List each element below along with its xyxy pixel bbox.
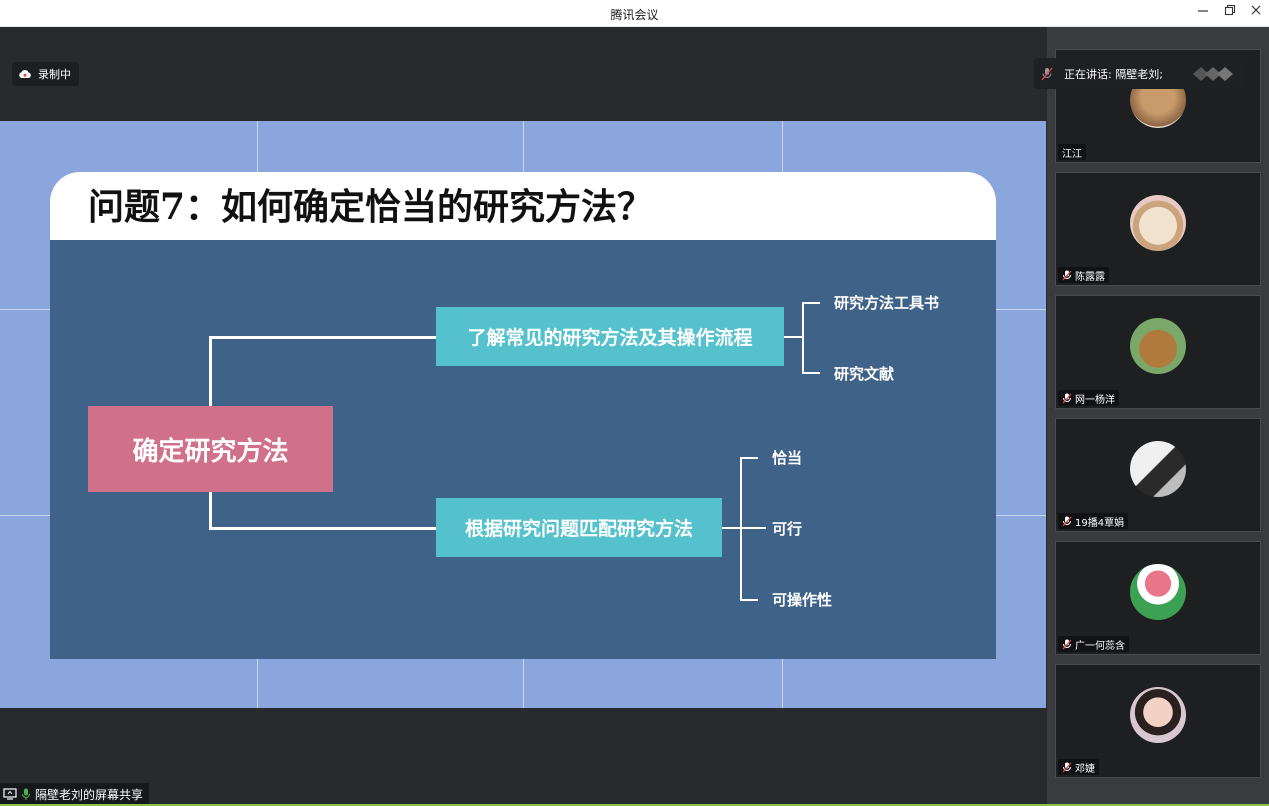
cloud-record-icon <box>19 70 31 78</box>
participant-tile[interactable]: 19播4覃娟 <box>1055 418 1261 532</box>
participant-tile[interactable]: 陈露露 <box>1055 172 1261 286</box>
leaf-label: 研究文献 <box>834 365 895 383</box>
avatar <box>1130 195 1186 251</box>
participant-name: 邓婕 <box>1075 763 1095 775</box>
participant-name: 广一何蕊含 <box>1075 640 1125 652</box>
signal-icon <box>1192 66 1233 81</box>
leaf-label: 恰当 <box>772 449 803 467</box>
branch-bottom-box: 根据研究问题匹配研究方法 <box>436 498 722 557</box>
participant-name-tag: 江江 <box>1058 144 1086 160</box>
branch-top-box: 了解常见的研究方法及其操作流程 <box>436 307 784 366</box>
connector-line <box>802 302 804 374</box>
connector-line <box>740 457 742 601</box>
avatar <box>1130 441 1186 497</box>
restore-button[interactable] <box>1219 4 1241 22</box>
participant-name-tag: 陈露露 <box>1058 267 1109 283</box>
connector-line <box>784 336 802 338</box>
speaking-indicator: 正在讲话: 隔壁老刘; <box>1034 58 1246 89</box>
title-bar: 腾讯会议 <box>0 0 1269 27</box>
participant-name: 网一杨洋 <box>1075 394 1115 406</box>
mic-icon <box>22 788 30 800</box>
recording-indicator[interactable]: 录制中 <box>12 62 79 86</box>
mic-muted-icon <box>1062 270 1072 280</box>
mic-muted-icon <box>1062 393 1072 403</box>
participant-name: 陈露露 <box>1075 271 1105 283</box>
mic-muted-icon <box>1062 762 1072 772</box>
participant-name: 江江 <box>1062 148 1082 160</box>
shared-screen: 问题7：如何确定恰当的研究方法？ 确定研究方法 了解常见的研究方法及其操作流程 … <box>0 121 1046 708</box>
connector-line <box>209 527 437 530</box>
slide-header: 问题7：如何确定恰当的研究方法？ <box>50 172 996 240</box>
participant-name-tag: 19播4覃娟 <box>1058 513 1129 529</box>
connector-line <box>740 457 758 459</box>
avatar <box>1130 564 1186 620</box>
participant-tile[interactable]: 广一何蕊含 <box>1055 541 1261 655</box>
connector-line <box>740 599 758 601</box>
participant-name-tag: 广一何蕊含 <box>1058 636 1129 652</box>
mic-muted-icon <box>1041 67 1053 80</box>
screen-share-indicator[interactable]: 隔壁老刘的屏幕共享 <box>0 783 150 805</box>
avatar <box>1130 687 1186 743</box>
slide-title: 问题7：如何确定恰当的研究方法？ <box>88 186 654 228</box>
participant-name-tag: 网一杨洋 <box>1058 390 1119 406</box>
connector-line <box>209 336 212 406</box>
window-title: 腾讯会议 <box>610 8 659 22</box>
presentation-slide: 问题7：如何确定恰当的研究方法？ 确定研究方法 了解常见的研究方法及其操作流程 … <box>50 172 996 659</box>
speaking-label: 正在讲话: 隔壁老刘; <box>1064 67 1163 81</box>
status-strip <box>0 804 1269 806</box>
restore-icon <box>1224 4 1236 16</box>
leaf-label: 研究方法工具书 <box>834 294 940 312</box>
screen-share-icon <box>3 788 17 800</box>
participant-tile[interactable]: 网一杨洋 <box>1055 295 1261 409</box>
main-topic-box: 确定研究方法 <box>88 406 333 492</box>
minimize-icon <box>1198 10 1208 12</box>
connector-line <box>802 302 820 304</box>
mic-muted-icon <box>1062 639 1072 649</box>
recording-label: 录制中 <box>38 68 71 81</box>
connector-line <box>802 372 820 374</box>
leaf-label: 可操作性 <box>772 591 833 609</box>
screen-share-label: 隔壁老刘的屏幕共享 <box>35 787 144 802</box>
close-button[interactable] <box>1245 4 1267 22</box>
minimize-button[interactable] <box>1192 4 1214 22</box>
connector-line <box>209 492 212 530</box>
avatar <box>1130 318 1186 374</box>
connector-line <box>209 336 437 339</box>
participant-name-tag: 邓婕 <box>1058 759 1099 775</box>
participant-name: 19播4覃娟 <box>1075 517 1125 529</box>
mic-muted-icon <box>1062 516 1072 526</box>
participant-tile[interactable]: 邓婕 <box>1055 664 1261 778</box>
connector-line <box>722 527 766 529</box>
close-icon <box>1251 5 1261 15</box>
mind-map: 确定研究方法 了解常见的研究方法及其操作流程 根据研究问题匹配研究方法 研究方法… <box>50 240 996 659</box>
leaf-label: 可行 <box>772 520 803 538</box>
